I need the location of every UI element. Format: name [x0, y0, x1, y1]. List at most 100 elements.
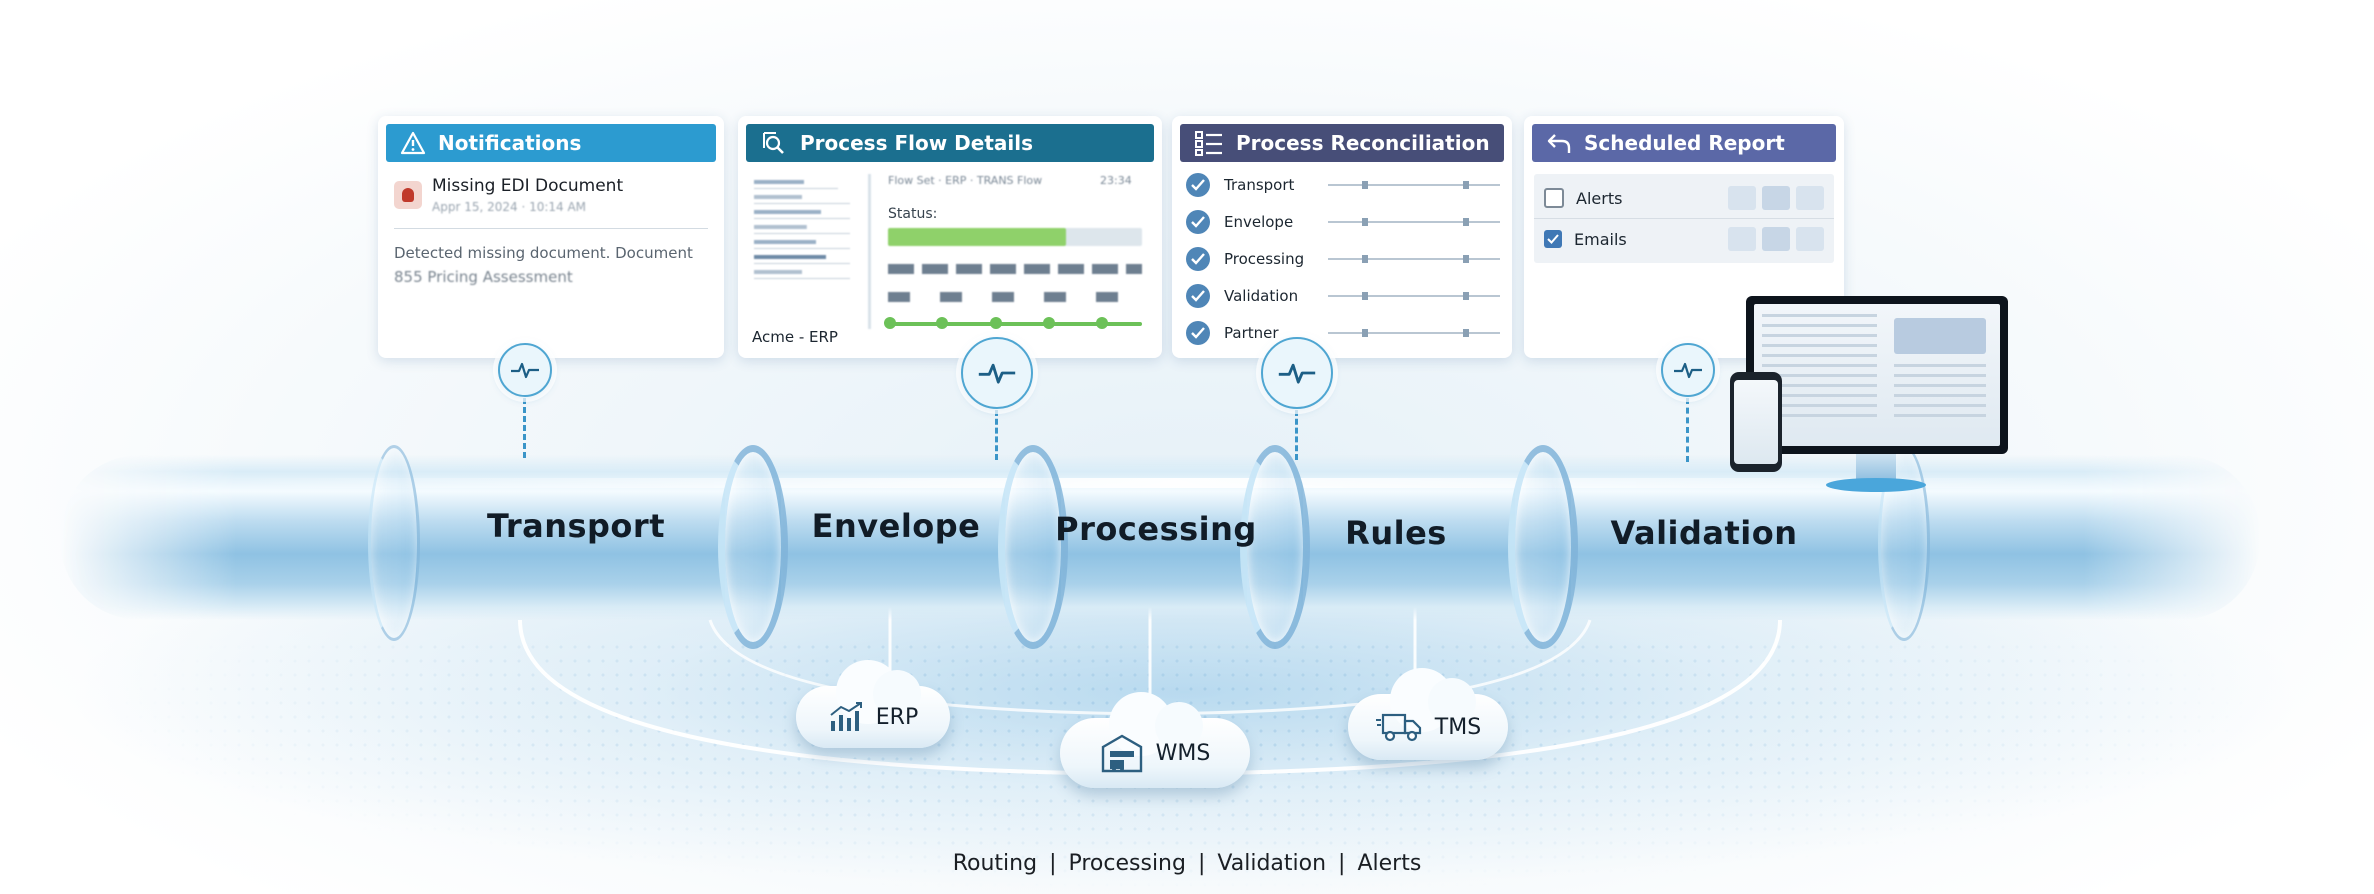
reconciliation-row-label: Transport	[1224, 175, 1295, 194]
reconciliation-track	[1328, 180, 1500, 189]
check-circle-icon	[1186, 283, 1210, 308]
tms-cloud[interactable]: TMS	[1348, 668, 1508, 760]
process-flow-header: Process Flow Details	[746, 124, 1154, 162]
tms-label: TMS	[1434, 714, 1482, 740]
reconciliation-track	[1328, 328, 1500, 337]
map-thumb-icon[interactable]	[1762, 227, 1790, 251]
warehouse-icon	[1101, 734, 1142, 773]
pipe-ring	[1508, 445, 1578, 649]
notifications-header: Notifications	[386, 124, 716, 162]
footer-caption: Routing|Processing|Validation|Alerts	[952, 851, 1422, 876]
flow-timeline-labels	[888, 264, 1142, 274]
emails-checkbox[interactable]	[1544, 230, 1562, 248]
alerts-checkbox[interactable]	[1544, 188, 1564, 208]
send-thumb-icon[interactable]	[1728, 227, 1756, 251]
warning-triangle-icon	[400, 131, 426, 155]
reconciliation-row[interactable]: Envelope	[1172, 203, 1512, 240]
check-circle-icon	[1186, 320, 1210, 345]
monitor-base	[1826, 478, 1926, 492]
image-thumb-icon[interactable]	[1796, 227, 1824, 251]
chart-icon	[830, 702, 862, 731]
pulse-icon	[511, 362, 539, 379]
flow-step-dot	[1043, 317, 1055, 329]
flow-step-dot	[884, 317, 896, 329]
pipe-ring	[998, 445, 1068, 649]
notification-item-title: Missing EDI Document	[432, 176, 624, 196]
flow-step-dot	[936, 317, 948, 329]
phone	[1730, 372, 1782, 472]
monitor-screen	[1754, 304, 2000, 446]
check-circle-icon	[1186, 246, 1210, 271]
pipe-ring	[1240, 445, 1310, 649]
search-document-icon	[763, 132, 784, 154]
monitor-stand	[1856, 454, 1896, 480]
bar-thumb-icon[interactable]	[1796, 186, 1824, 210]
flow-status-bar	[888, 228, 1142, 246]
reconciliation-header: Process Reconciliation	[1180, 124, 1504, 162]
flow-caption: Acme - ERP	[752, 328, 838, 346]
connector-line	[523, 398, 526, 458]
pulse-node[interactable]	[961, 337, 1033, 409]
checklist-icon	[1195, 131, 1222, 156]
notification-body: Detected missing document. Document	[394, 244, 693, 262]
footer-validation: Validation	[1217, 851, 1327, 876]
flow-step-labels	[888, 292, 1142, 302]
scheduled-report-panel: Scheduled Report Alerts Emails	[1524, 116, 1844, 358]
pulse-icon	[1674, 362, 1702, 379]
check-circle-icon	[1186, 172, 1210, 197]
reconciliation-row-label: Partner	[1224, 323, 1279, 342]
reconciliation-track	[1328, 291, 1500, 300]
notification-body-doc: 855 Pricing Assessment	[394, 268, 573, 286]
flow-header-text: Flow Set · ERP · TRANS Flow	[888, 174, 1043, 187]
report-option-row[interactable]: Emails	[1534, 219, 1834, 259]
table-thumb-icon[interactable]	[1762, 186, 1790, 210]
footer-routing: Routing	[952, 851, 1038, 876]
flow-step-dot	[990, 317, 1002, 329]
reconciliation-row-label: Processing	[1224, 249, 1305, 268]
pipeline-highlight	[200, 478, 2150, 488]
flow-status-label: Status:	[888, 206, 938, 222]
reconciliation-row-label: Envelope	[1224, 212, 1294, 231]
reconciliation-row[interactable]: Processing	[1172, 240, 1512, 277]
stage-validation: Validation	[1610, 514, 1798, 552]
check-circle-icon	[1186, 209, 1210, 234]
report-option-row[interactable]: Alerts	[1534, 178, 1834, 219]
pulse-node[interactable]	[498, 343, 552, 397]
scheduled-report-header: Scheduled Report	[1532, 124, 1836, 162]
pulse-icon	[1278, 363, 1316, 384]
stage-rules: Rules	[1345, 514, 1447, 552]
pulse-node[interactable]	[1261, 337, 1333, 409]
pipe-ring	[718, 445, 788, 649]
erp-cloud[interactable]: ERP	[796, 660, 950, 748]
connector-line	[995, 410, 998, 460]
notifications-panel: Notifications Missing EDI Document Appr …	[378, 116, 724, 358]
footer-alerts: Alerts	[1357, 851, 1422, 876]
flow-step-dot	[1096, 317, 1108, 329]
notification-item[interactable]: Missing EDI Document Appr 15, 2024 · 10:…	[378, 162, 724, 214]
wms-cloud[interactable]: WMS	[1060, 692, 1250, 788]
alerts-label: Alerts	[1576, 188, 1623, 208]
return-arrow-icon	[1547, 134, 1571, 153]
emails-label: Emails	[1574, 229, 1627, 249]
avatar	[394, 181, 422, 209]
connector-line	[1686, 398, 1689, 462]
chart-thumb-icon[interactable]	[1728, 186, 1756, 210]
pulse-node[interactable]	[1661, 343, 1715, 397]
truck-icon	[1375, 713, 1421, 742]
flow-header-value: 23:34	[1100, 174, 1132, 187]
pipe-ring	[368, 445, 420, 641]
reconciliation-row[interactable]: Validation	[1172, 277, 1512, 314]
reconciliation-panel: Process Reconciliation Transport Envelop…	[1172, 116, 1512, 358]
footer-processing: Processing	[1068, 851, 1186, 876]
notification-item-meta: Appr 15, 2024 · 10:14 AM	[432, 200, 587, 214]
stage-transport: Transport	[487, 507, 665, 545]
process-flow-panel: Process Flow Details Acme - ERP Flow Set…	[738, 116, 1162, 358]
monitor	[1746, 296, 2008, 454]
reconciliation-title: Process Reconciliation	[1236, 131, 1490, 155]
reconciliation-row[interactable]: Transport	[1172, 166, 1512, 203]
notifications-title: Notifications	[438, 131, 582, 155]
reconciliation-track	[1328, 254, 1500, 263]
flow-list	[748, 174, 871, 329]
scheduled-report-title: Scheduled Report	[1584, 131, 1785, 155]
reconciliation-row[interactable]: Partner	[1172, 314, 1512, 351]
